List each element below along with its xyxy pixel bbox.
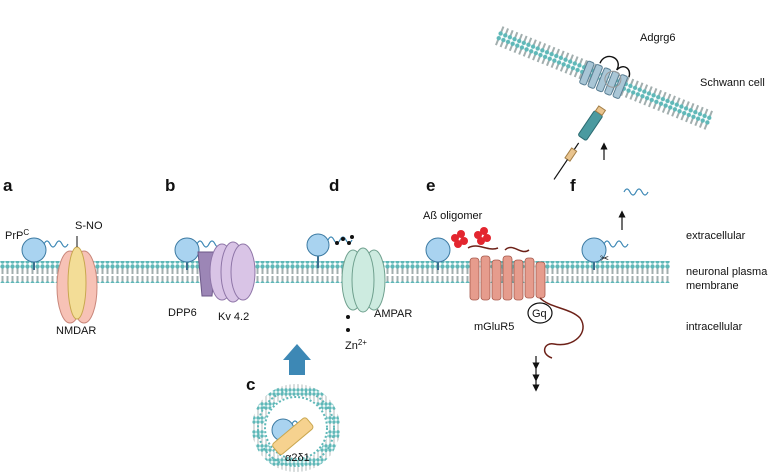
panel-a-group xyxy=(21,236,98,324)
panel-f-group: ✂ xyxy=(553,55,649,270)
panel-label-e: e xyxy=(426,176,435,195)
prp-protein xyxy=(21,237,47,263)
panel-d-group xyxy=(306,233,386,332)
panel-e-group xyxy=(425,227,584,392)
scissors-icon: ✂ xyxy=(600,253,609,265)
alpha2delta1-label: α2δ1 xyxy=(285,452,310,464)
panel-label-f: f xyxy=(570,176,576,195)
panel-label-c: c xyxy=(246,375,255,394)
kv42-label: Kv 4.2 xyxy=(218,311,249,323)
prp-protein-b xyxy=(174,237,200,263)
panel-label-a: a xyxy=(3,176,13,195)
panel-label-b: b xyxy=(165,176,175,195)
ampar-label: AMPAR xyxy=(374,308,412,320)
adgrg6-receptor xyxy=(579,55,631,99)
gq-label: Gq xyxy=(532,308,547,320)
alpha2delta1-protein xyxy=(272,417,314,455)
prp-label-main: PrP xyxy=(5,230,23,242)
zn-label-main: Zn xyxy=(345,340,358,352)
upward-blue-arrow xyxy=(283,344,311,375)
prp-protein-f xyxy=(581,237,607,263)
nmdar-label: NMDAR xyxy=(56,325,96,337)
sno-label: S-NO xyxy=(75,220,103,232)
prp-protein-e xyxy=(425,237,451,263)
adgrg6-ntf xyxy=(553,105,607,180)
intracellular-label: intracellular xyxy=(686,321,743,333)
prp-protein-d xyxy=(306,233,330,257)
zn-label-superscript: 2+ xyxy=(358,338,367,347)
abeta-oligomer-cluster xyxy=(451,227,491,248)
dpp6-label: DPP6 xyxy=(168,307,197,319)
membrane-label-line2: membrane xyxy=(686,280,739,292)
panel-b-group xyxy=(174,237,256,303)
prp-label: PrPC xyxy=(5,228,29,242)
extracellular-label: extracellular xyxy=(686,230,746,242)
prp-label-superscript: C xyxy=(23,228,29,237)
gq-protein xyxy=(527,302,553,324)
mglur5-label: mGluR5 xyxy=(474,321,514,333)
zn-label: Zn2+ xyxy=(345,338,367,352)
panel-label-d: d xyxy=(329,176,339,195)
cleaved-fragment xyxy=(623,188,649,196)
adgrg6-label: Adgrg6 xyxy=(640,32,675,44)
membrane-label-line1: neuronal plasma xyxy=(686,266,768,278)
mglur5-receptor xyxy=(469,255,546,301)
neuronal-membrane xyxy=(0,261,670,283)
abeta-label: Aß oligomer xyxy=(423,210,483,222)
schwann-cell-label: Schwann cell xyxy=(700,77,765,89)
panel-c-group xyxy=(252,344,340,472)
